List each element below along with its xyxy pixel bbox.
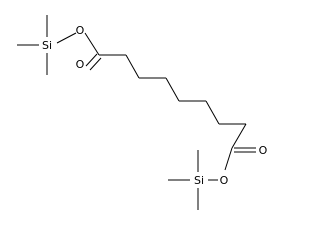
chain-bond-6 [205,100,220,125]
bond-carbon-o-ester-bottom [224,147,233,171]
bond-carbonyl-carbon-bottom [231,123,247,149]
bond-carbonyl-double-a-top [85,53,98,67]
chain-bond-4 [165,77,180,102]
atom-label-si-top: Si [42,39,52,52]
top-ester-group [84,32,102,71]
atom-label-o-carbonyl-bottom: O [259,144,268,157]
atom-label-o-carbonyl-top: O [76,58,85,71]
alkyl-chain [99,54,246,125]
chemical-structure-diagram: Si O O O O Si [17,15,268,210]
chain-bond-2 [125,54,140,79]
bottom-trimethylsilyl-group [168,150,218,210]
atom-label-o-ester-bottom: O [220,174,229,187]
bottom-ester-group [224,123,256,171]
top-trimethylsilyl-group [17,15,77,75]
atom-label-si-bottom: Si [194,174,204,187]
atom-label-o-ester-top: O [76,24,85,37]
bond-carbonyl-double-b-top [89,57,102,71]
bond-si-o-top [56,32,77,44]
bond-o-carbonyl-carbon-top [84,32,100,56]
